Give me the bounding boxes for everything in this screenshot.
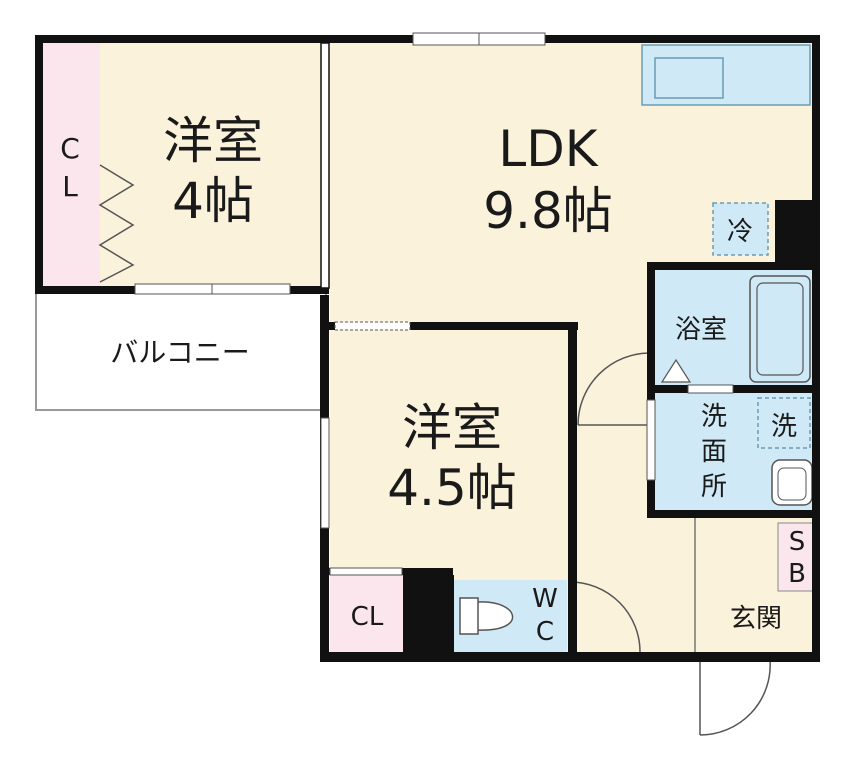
closet-top-label-2: L xyxy=(62,170,78,203)
western-room-bottom-name: 洋室 xyxy=(402,399,502,457)
shoebox-label-2: B xyxy=(788,559,806,589)
closet-top-floor xyxy=(40,40,100,290)
sliding-door-closet-bottom xyxy=(329,567,403,576)
entrance-label: 玄関 xyxy=(730,604,782,634)
door-swing-entrance xyxy=(699,659,771,736)
washroom-label-3: 所 xyxy=(701,472,727,502)
fridge-space xyxy=(712,202,769,256)
wc-label-1: W xyxy=(532,584,558,614)
western-room-bottom-size: 4.5帖 xyxy=(387,459,517,517)
balcony-label: バルコニー xyxy=(110,336,249,369)
closet-bottom-label: CL xyxy=(351,602,384,632)
bath-door xyxy=(687,384,734,394)
bathtub-icon xyxy=(749,275,811,383)
wc-label-2: C xyxy=(536,617,554,647)
door-swing-hall xyxy=(577,352,651,426)
wall-top-room-right xyxy=(320,42,330,289)
closet-bottom-floor xyxy=(330,572,405,652)
washroom-label-1: 洗 xyxy=(701,402,727,432)
fridge-label: 冷 xyxy=(727,217,753,247)
shoebox-floor xyxy=(777,522,816,592)
western-room-top-floor xyxy=(100,40,330,290)
western-room-top-name: 洋室 xyxy=(163,112,263,170)
closet-top-label-1: C xyxy=(60,132,80,165)
western-room-top-size: 4帖 xyxy=(172,172,254,230)
sliding-door-washroom xyxy=(646,399,656,481)
sliding-door-bottom-room xyxy=(334,321,411,331)
shoebox-label-1: S xyxy=(789,527,806,557)
ldk-name: LDK xyxy=(498,120,598,178)
folding-door-icon xyxy=(98,164,135,283)
washer-label: 洗 xyxy=(771,412,797,442)
washroom-label-2: 面 xyxy=(701,437,727,467)
window-bottom-room xyxy=(320,417,330,529)
washer-space xyxy=(757,397,811,449)
bath-step-icon xyxy=(660,358,692,383)
bath-label: 浴室 xyxy=(675,315,727,345)
sink-icon xyxy=(654,57,724,99)
toilet-icon xyxy=(459,597,514,635)
ldk-size: 9.8帖 xyxy=(483,182,613,240)
western-room-bottom-floor xyxy=(330,325,575,570)
